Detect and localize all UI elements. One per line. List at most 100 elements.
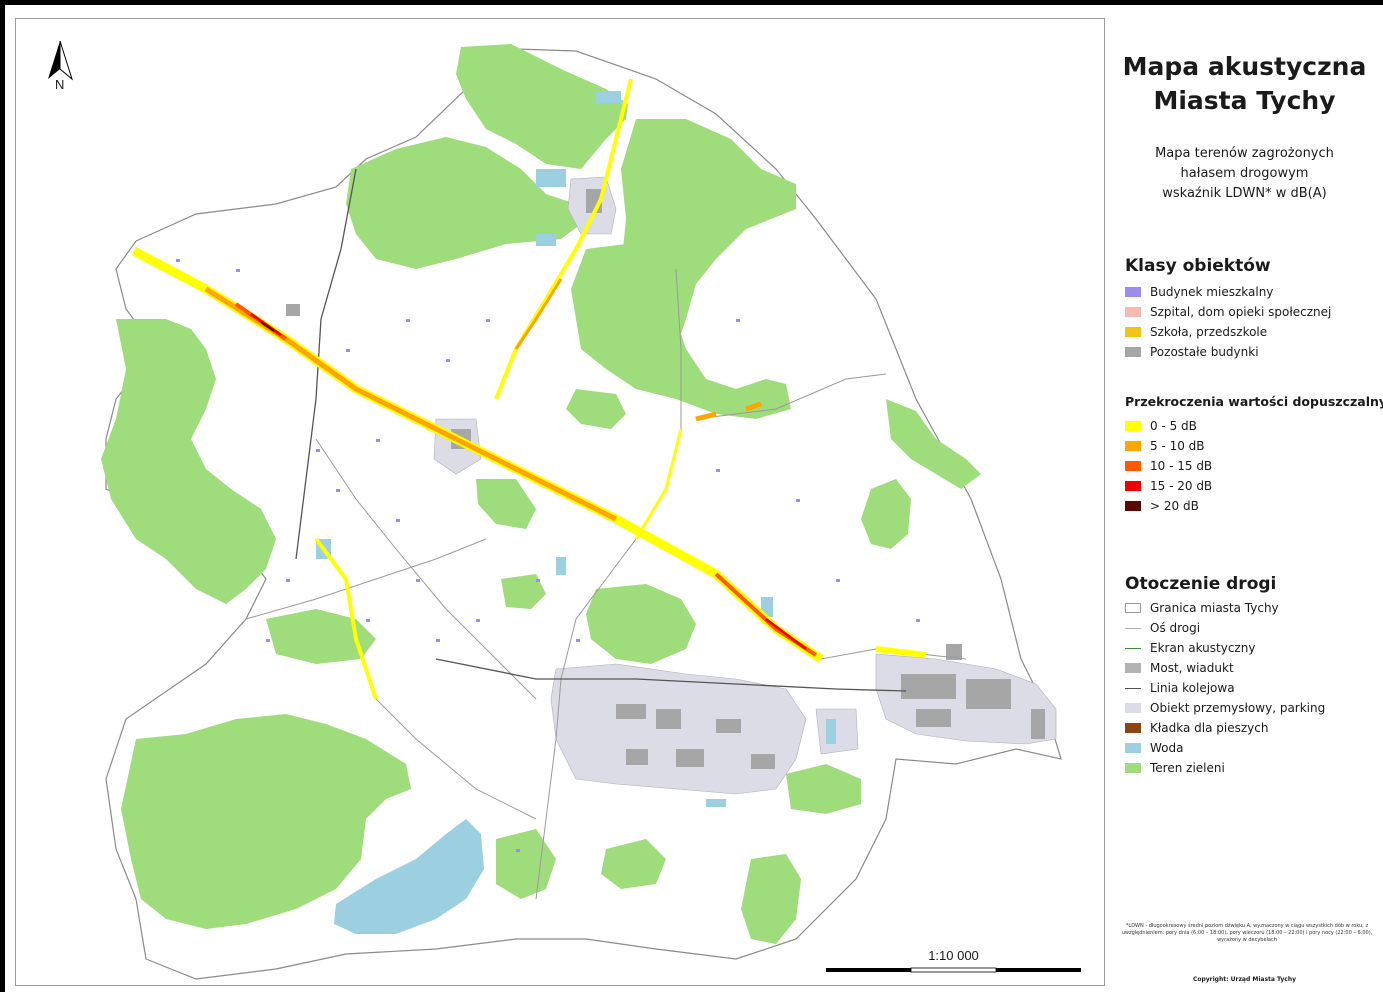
residential-cluster [236, 269, 240, 272]
residential-cluster [406, 319, 410, 322]
legend-item-residential: Budynek mieszkalny [1125, 282, 1331, 302]
road-environment-legend: Granica miasta Tychy Oś drogi Ekran akus… [1125, 598, 1325, 778]
railway-line [435, 658, 907, 692]
legend-item-exceed-gt-20: > 20 dB [1125, 496, 1212, 516]
residential-cluster [716, 469, 720, 472]
noise-exceedance-bands [131, 78, 927, 700]
exceedance-0-5 [875, 646, 927, 658]
building [656, 709, 681, 729]
green-area [476, 479, 536, 529]
legend-item-green-area: Teren zieleni [1125, 758, 1325, 778]
swatch-exceed-gt-20 [1125, 501, 1141, 511]
building [626, 749, 648, 765]
north-arrow-icon [48, 40, 73, 81]
building [676, 749, 704, 767]
legend-label: Granica miasta Tychy [1150, 601, 1279, 615]
swatch-residential [1125, 287, 1141, 297]
swatch-hospital [1125, 307, 1141, 317]
residential-cluster [266, 639, 270, 642]
map-title: Mapa akustyczna Miasta Tychy [1122, 52, 1367, 115]
legend-item-hospital: Szpital, dom opieki społecznej [1125, 302, 1331, 322]
pond [556, 557, 566, 575]
legend-label: 15 - 20 dB [1150, 479, 1213, 493]
legend-item-exceed-5-10: 5 - 10 dB [1125, 436, 1212, 456]
swatch-exceed-10-15 [1125, 461, 1141, 471]
legend-label: Most, wiadukt [1150, 661, 1234, 675]
swatch-exceed-5-10 [1125, 441, 1141, 451]
building [901, 674, 956, 699]
legend-label: 10 - 15 dB [1150, 459, 1213, 473]
scale-label: 1:10 000 [928, 948, 979, 963]
industrial-area [815, 708, 859, 755]
green-area [571, 244, 791, 419]
green-area [886, 399, 981, 489]
legend-label: Teren zieleni [1150, 761, 1225, 775]
exceedance-gt-20 [260, 321, 275, 332]
green-area [861, 479, 911, 549]
green-area [266, 609, 376, 664]
legend-label: > 20 dB [1150, 499, 1199, 513]
object-classes-heading: Klasy obiektów [1125, 256, 1271, 276]
swatch-school [1125, 327, 1141, 337]
building [966, 679, 1011, 709]
building [716, 719, 741, 733]
residential-cluster [416, 579, 420, 582]
north-label: N [55, 77, 65, 92]
swatch-water [1125, 743, 1141, 753]
legend-label: Szpital, dom opieki społecznej [1150, 305, 1332, 319]
residential-cluster [176, 259, 180, 262]
scale-bar-graphic [826, 967, 1081, 973]
swatch-bridge [1125, 663, 1141, 673]
green-area [586, 584, 696, 664]
pond [706, 799, 726, 807]
pond [826, 719, 836, 744]
residential-cluster [796, 499, 800, 502]
green-area [346, 137, 581, 269]
legend-item-city-boundary: Granica miasta Tychy [1125, 598, 1325, 618]
exceedance-5-10 [514, 278, 563, 350]
pond [536, 234, 556, 246]
legend-label: 5 - 10 dB [1150, 439, 1205, 453]
legend-label: Ekran akustyczny [1150, 641, 1256, 655]
exceedance-legend: 0 - 5 dB 5 - 10 dB 10 - 15 dB 15 - 20 dB… [1125, 416, 1212, 516]
residential-buildings [176, 259, 920, 852]
map-subtitle: Mapa terenów zagrożonych hałasem drogowy… [1155, 146, 1334, 201]
residential-cluster [836, 579, 840, 582]
green-area [496, 829, 556, 899]
legend-label: Kładka dla pieszych [1150, 721, 1269, 735]
map-panel[interactable]: N 1:10 000 [15, 18, 1105, 986]
lake [334, 819, 484, 934]
swatch-industrial [1125, 703, 1141, 713]
road-axis [315, 438, 537, 700]
object-classes-legend: Budynek mieszkalny Szpital, dom opieki s… [1125, 282, 1331, 362]
building [616, 704, 646, 719]
pond [596, 91, 621, 103]
residential-cluster [446, 359, 450, 362]
legend-item-exceed-0-5: 0 - 5 dB [1125, 416, 1212, 436]
green-area [501, 574, 546, 609]
residential-cluster [516, 849, 520, 852]
green-area [456, 44, 628, 169]
building [286, 304, 300, 316]
residential-cluster [476, 619, 480, 622]
swatch-exceed-15-20 [1125, 481, 1141, 491]
green-area [601, 839, 666, 889]
residential-cluster [736, 319, 740, 322]
swatch-city-boundary [1125, 603, 1141, 613]
legend-label: Oś drogi [1150, 621, 1201, 635]
city-noise-map[interactable] [16, 19, 1105, 986]
green-area [101, 319, 276, 604]
residential-cluster [536, 579, 540, 582]
road-axis [535, 268, 682, 900]
swatch-green-area [1125, 763, 1141, 773]
legend-item-exceed-15-20: 15 - 20 dB [1125, 476, 1212, 496]
residential-cluster [286, 579, 290, 582]
legend-item-other-buildings: Pozostałe budynki [1125, 342, 1331, 362]
copyright: Copyright: Urząd Miasta Tychy [1192, 976, 1297, 983]
scale-bar: 1:10 000 [821, 944, 1086, 980]
pond [536, 169, 566, 187]
exceedance-5-10 [695, 401, 762, 422]
residential-cluster [366, 619, 370, 622]
residential-cluster [376, 439, 380, 442]
